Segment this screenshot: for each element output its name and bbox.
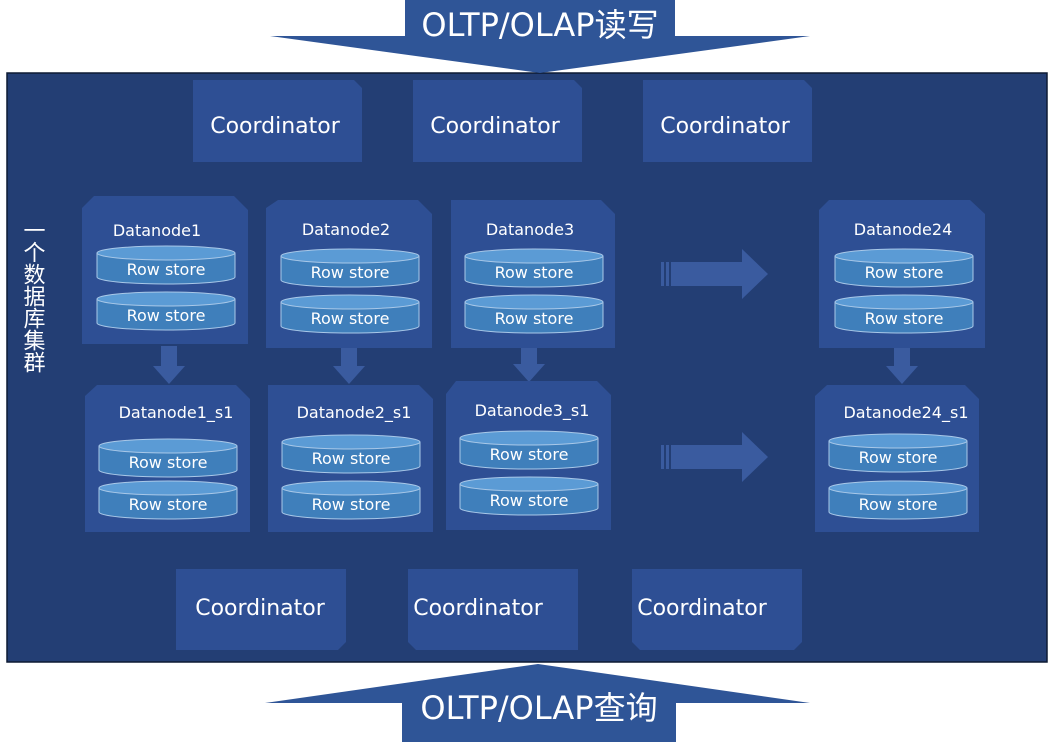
row-store-cylinder: Row store [828, 433, 968, 473]
row-store-label: Row store [490, 491, 569, 510]
row-store-label: Row store [490, 445, 569, 464]
row-store-label: Row store [859, 495, 938, 514]
datanode-name: Datanode2_s1 [297, 403, 412, 423]
datanode-name: Datanode24_s1 [843, 403, 968, 423]
row-store-cylinder: Row store [96, 291, 236, 331]
datanode-3-standby: Datanode3_s1 Row store Row store [446, 381, 611, 530]
coordinator-top-3: Coordinator [643, 80, 812, 162]
row-store-cylinder: Row store [834, 294, 974, 334]
coordinator-label: Coordinator [195, 596, 326, 621]
coordinator-label: Coordinator [660, 114, 791, 139]
row-store-label: Row store [311, 263, 390, 282]
row-store-label: Row store [495, 309, 574, 328]
row-store-cylinder: Row store [98, 438, 238, 478]
row-store-label: Row store [127, 306, 206, 325]
replication-arrow-down [513, 348, 545, 382]
datanode-2-standby: Datanode2_s1 Row store Row store [268, 385, 433, 532]
row-store-cylinder: Row store [280, 248, 420, 288]
row-store-cylinder: Row store [96, 245, 236, 285]
coordinator-top-2: Coordinator [413, 80, 582, 162]
top-banner-label: OLTP/OLAP读写 [421, 6, 658, 44]
coordinator-label: Coordinator [430, 114, 561, 139]
row-store-label: Row store [495, 263, 574, 282]
row-store-cylinder: Row store [280, 294, 420, 334]
replication-arrow-down [153, 346, 185, 384]
datanode-24: Datanode24 Row store Row store [819, 200, 985, 348]
datanode-24-standby: Datanode24_s1 Row store Row store [815, 385, 979, 532]
row-store-label: Row store [312, 495, 391, 514]
row-store-label: Row store [312, 449, 391, 468]
bottom-banner: OLTP/OLAP查询 [265, 664, 810, 742]
datanode-name: Datanode1_s1 [119, 403, 234, 423]
datanode-1-standby: Datanode1_s1 Row store Row store [85, 385, 250, 532]
row-store-label: Row store [865, 263, 944, 282]
datanode-name: Datanode2 [302, 220, 390, 239]
row-store-cylinder: Row store [281, 434, 421, 474]
row-store-cylinder: Row store [834, 248, 974, 288]
row-store-cylinder: Row store [459, 476, 599, 516]
coordinator-bottom-1: Coordinator [176, 569, 346, 650]
cluster-label: 一个数据库集群 [20, 219, 46, 373]
row-store-label: Row store [129, 495, 208, 514]
more-standbys-arrow [661, 432, 768, 482]
coordinator-top-1: Coordinator [193, 80, 362, 162]
row-store-cylinder: Row store [828, 480, 968, 520]
row-store-label: Row store [129, 453, 208, 472]
row-store-cylinder: Row store [281, 480, 421, 520]
row-store-label: Row store [865, 309, 944, 328]
datanode-name: Datanode3 [486, 220, 574, 239]
datanode-3: Datanode3 Row store Row store [451, 200, 615, 348]
bottom-banner-box [402, 690, 676, 742]
top-banner: OLTP/OLAP读写 [270, 0, 810, 73]
bottom-banner-label: OLTP/OLAP查询 [420, 689, 657, 727]
datanode-name: Datanode24 [854, 220, 953, 239]
datanode-name: Datanode1 [113, 221, 201, 240]
row-store-cylinder: Row store [464, 294, 604, 334]
top-banner-box [405, 0, 675, 46]
coordinator-label: Coordinator [210, 114, 341, 139]
row-store-label: Row store [859, 448, 938, 467]
row-store-cylinder: Row store [459, 430, 599, 470]
datanode-name: Datanode3_s1 [475, 401, 590, 421]
replication-arrow-down [886, 348, 918, 384]
more-nodes-arrow [661, 249, 768, 299]
row-store-label: Row store [311, 309, 390, 328]
coordinator-label: Coordinator [413, 596, 544, 621]
datanode-1: Datanode1 Row store Row store [82, 196, 248, 344]
coordinator-bottom-3: Coordinator [632, 569, 802, 650]
replication-arrow-down [333, 348, 365, 384]
coordinator-label: Coordinator [637, 596, 768, 621]
datanode-2: Datanode2 Row store Row store [266, 200, 432, 348]
row-store-cylinder: Row store [98, 480, 238, 520]
row-store-cylinder: Row store [464, 248, 604, 288]
row-store-label: Row store [127, 260, 206, 279]
coordinator-bottom-2: Coordinator [408, 569, 578, 650]
